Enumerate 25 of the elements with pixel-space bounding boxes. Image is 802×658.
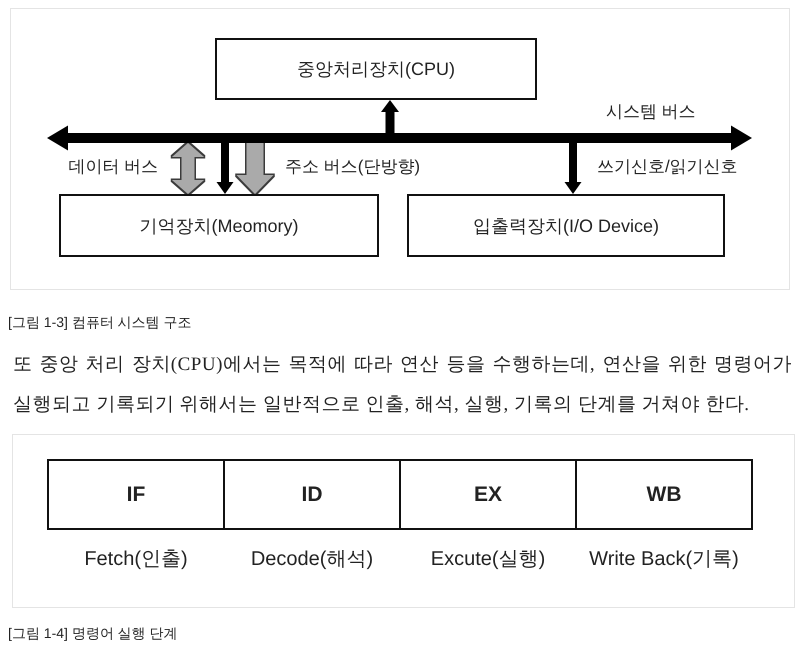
unit-box: 기억장치(Meomory) bbox=[59, 194, 379, 257]
arrow bbox=[564, 143, 582, 194]
unit-box: 입출력장치(I/O Device) bbox=[407, 194, 725, 257]
figure-caption: [그림 1-3] 컴퓨터 시스템 구조 bbox=[8, 313, 192, 332]
bus-arrow bbox=[47, 126, 110, 150]
stage-caption: Fetch(인출) bbox=[83, 547, 189, 572]
block-arrow bbox=[236, 143, 274, 194]
stage-cell: WB bbox=[575, 459, 753, 530]
unit-box: 중앙처리장치(CPU) bbox=[215, 38, 537, 100]
double-block-arrow bbox=[172, 143, 204, 194]
bus-arrow bbox=[690, 126, 752, 150]
arrow bbox=[216, 143, 234, 194]
edge-label: 데이터 버스 bbox=[68, 156, 158, 178]
stage-caption: Write Back(기록) bbox=[588, 547, 740, 572]
edge-label: 주소 버스(단방향) bbox=[285, 156, 420, 178]
bus-label: 시스템 버스 bbox=[606, 101, 696, 123]
stage-cell: ID bbox=[223, 459, 401, 530]
body-paragraph: 또 중앙 처리 장치(CPU)에서는 목적에 따라 연산 등을 수행하는데, 연산을 위한 명령어가 실행되고 기록되기 위해서는 일반적으로 인출, 해석, 실행, 기록의 단계를 거쳐야 한다. bbox=[13, 353, 792, 417]
arrow bbox=[381, 100, 399, 133]
stage-cell: IF bbox=[47, 459, 225, 530]
edge-label: 쓰기신호/읽기신호 bbox=[597, 156, 738, 178]
stage-caption: Excute(실행) bbox=[430, 547, 546, 572]
stage-caption: Decode(해석) bbox=[250, 547, 374, 572]
figure-caption: [그림 1-4] 명령어 실행 단계 bbox=[8, 624, 178, 643]
stage-cell: EX bbox=[399, 459, 577, 530]
